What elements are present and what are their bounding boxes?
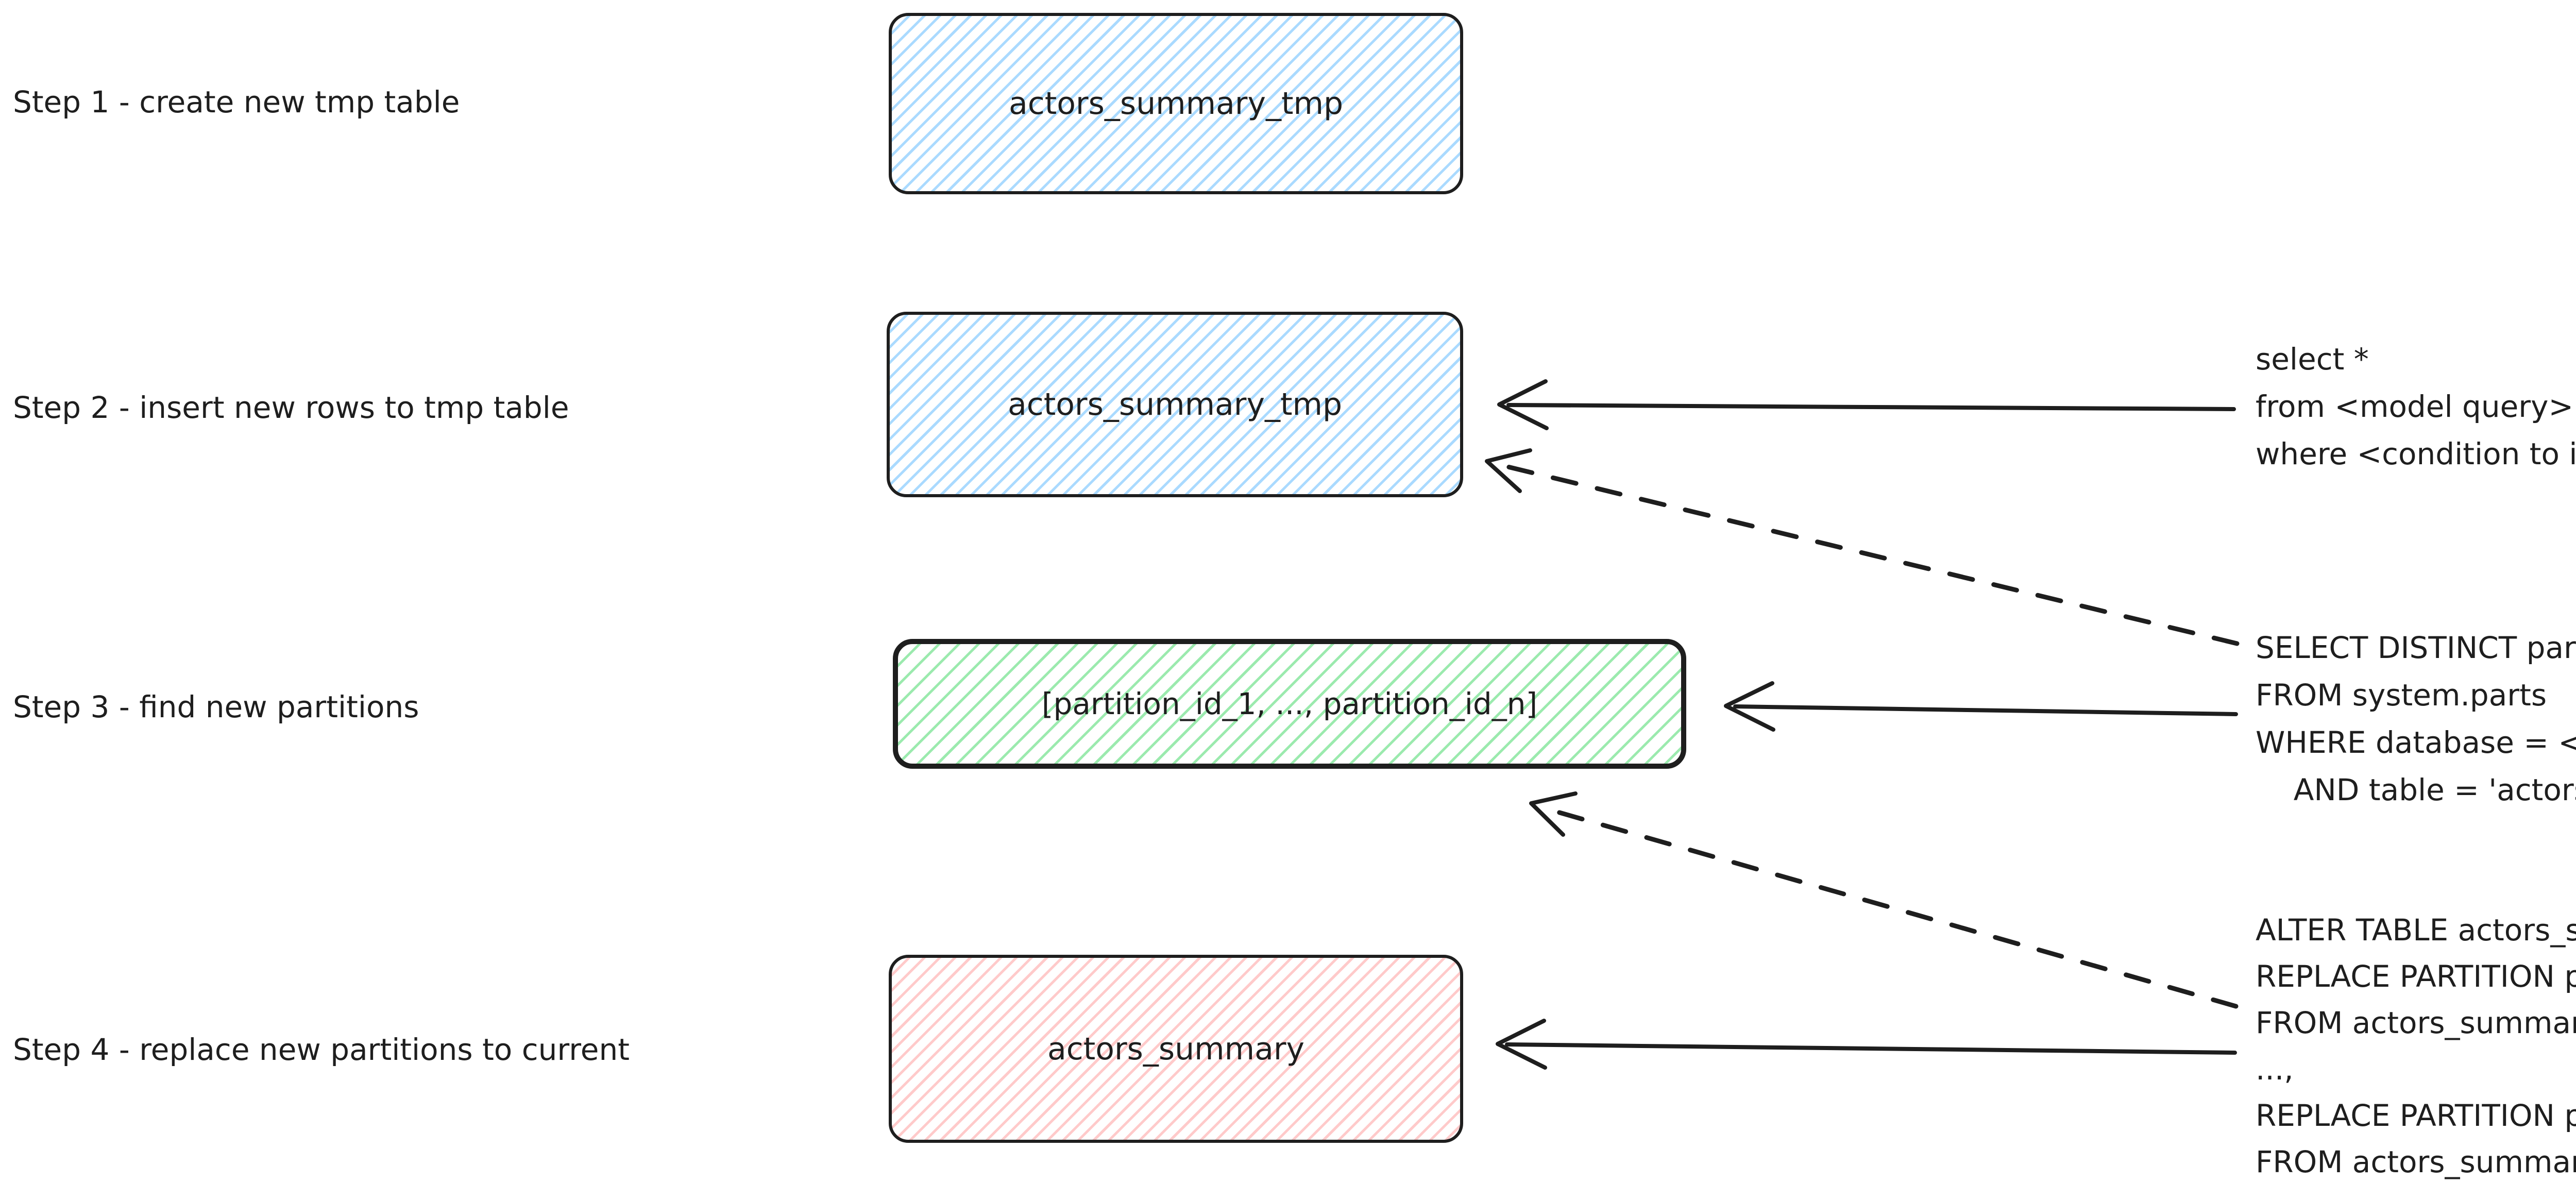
sql-line: ALTER TABLE actors_summary [2256, 913, 2576, 948]
sql-line: select * [2256, 342, 2369, 377]
sql-line: WHERE database = <database> [2256, 725, 2576, 760]
sql-line: REPLACE PARTITION partition_id_1 [2256, 959, 2576, 994]
sql-line: where <condition to identify new> [2256, 436, 2576, 471]
sql-line: FROM actors_summary_tmp, [2256, 1005, 2576, 1040]
step-3-node-box: [partition_id_1, ..., partition_id_n] [893, 639, 1686, 769]
arrow-sql-to-step2-box [1497, 379, 2236, 430]
step-2-sql-block: select * from <model query> where <condi… [2256, 335, 2576, 478]
sql-line: SELECT DISTINCT partition_id [2256, 630, 2576, 665]
step-3-sql-block: SELECT DISTINCT partition_id FROM system… [2256, 624, 2576, 814]
step-1-label: Step 1 - create new tmp table [13, 85, 460, 120]
arrow-sql-to-step3-box [1724, 681, 2238, 732]
step-4-node-label: actors_summary [1047, 1031, 1305, 1067]
sql-line: AND table = 'actors_summary_tmp' [2293, 772, 2576, 807]
sql-line: REPLACE PARTITION partition_id_n [2256, 1098, 2576, 1133]
sql-line: ..., [2256, 1052, 2294, 1087]
step-4-sql-block: ALTER TABLE actors_summary REPLACE PARTI… [2256, 907, 2576, 1185]
step-1-node-box: actors_summary_tmp [889, 13, 1463, 194]
sql-line: FROM actors_summary_tmp, [2256, 1144, 2576, 1179]
sql-line: FROM system.parts [2256, 678, 2547, 713]
step-4-label: Step 4 - replace new partitions to curre… [13, 1032, 630, 1067]
dashed-arrow-sql4-to-step3-box [1529, 791, 2239, 1009]
step-2-node-box: actors_summary_tmp [887, 312, 1463, 497]
step-3-label: Step 3 - find new partitions [13, 689, 419, 724]
sql-line: from <model query> [2256, 389, 2574, 424]
step-2-label: Step 2 - insert new rows to tmp table [13, 390, 569, 425]
step-4-node-box: actors_summary [889, 955, 1463, 1143]
arrow-sql-to-step4-box [1496, 1019, 2237, 1070]
step-3-node-label: [partition_id_1, ..., partition_id_n] [1041, 686, 1538, 721]
step-1-node-label: actors_summary_tmp [1008, 86, 1344, 122]
step-2-node-label: actors_summary_tmp [1007, 386, 1343, 423]
dashed-arrow-sql3-to-step2-box [1485, 448, 2240, 646]
